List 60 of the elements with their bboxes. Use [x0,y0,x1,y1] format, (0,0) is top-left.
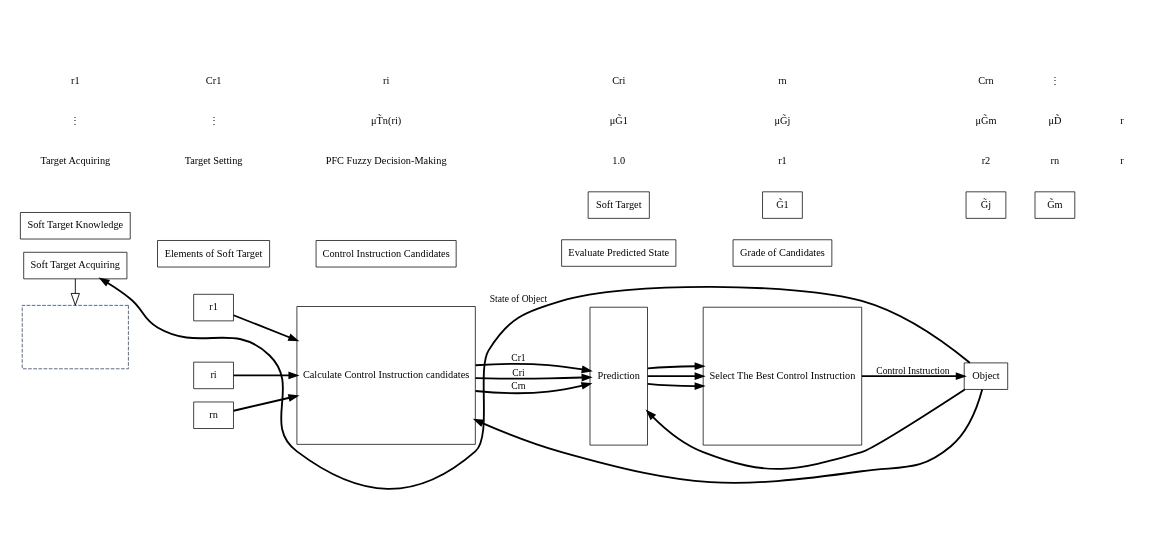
node-box: Control Instruction Candidates [315,239,457,267]
node-box: r1 [193,293,234,321]
label: 1.0 [612,154,626,166]
label: rn [1050,154,1060,166]
node-box: Prediction [589,306,648,445]
arrow [474,362,593,373]
label: μG̃1 [609,114,628,126]
node-box: Evaluate Predicted State [561,238,677,267]
label: Cri [612,74,626,86]
label: Target Setting [184,154,243,166]
node-box: Elements of Soft Target [157,239,270,267]
edge-label: Crn [511,379,526,391]
edge-label: State of Object [489,292,548,304]
arrow [70,277,80,306]
node-box: Soft Target [587,190,650,219]
label: Crn [978,74,994,86]
arrow [860,371,967,380]
edge-label: Control Instruction [876,364,950,376]
arrow [646,361,706,370]
arrow [645,388,966,470]
label: μT̃n(ri) [371,114,402,126]
arrow [232,371,300,379]
edge-label: Cri [512,366,525,378]
label: r1 [71,74,80,86]
label: ⋮ [208,114,219,126]
arrow [472,388,984,484]
label: r1 [778,154,787,166]
label: Cr1 [205,74,222,86]
node-box: Select The Best Control Instruction [702,306,863,445]
label: r [1120,114,1124,126]
label: ⋮ [70,114,81,126]
label: μG̃j [774,114,791,126]
label: PFC Fuzzy Decision-Making [325,154,447,166]
label: μD̃ [1048,114,1062,126]
label: μG̃m [975,114,997,126]
node-box: Soft Target Acquiring [23,251,128,279]
arrow [646,381,706,390]
arrow [98,277,971,490]
label: r [1120,154,1124,166]
node-box: G̃1 [762,190,803,219]
arrow [474,381,593,394]
label: Target Acquiring [40,154,111,166]
arrow [232,393,300,412]
label: r2 [981,154,991,166]
node-box: G̃j [965,190,1007,219]
arrow [474,373,593,381]
edge-label: Cr1 [511,351,526,363]
node-box: ri [193,361,234,389]
label: ri [382,74,390,86]
label: rn [778,74,787,86]
arrow [646,371,706,380]
node-chart [21,304,129,369]
node-box: rn [193,401,234,429]
node-box: Calculate Control Instruction candidates [296,305,476,445]
label: ⋮ [1049,74,1060,86]
node-box: G̃m [1034,190,1076,219]
node-box: Soft Target Knowledge [20,211,131,239]
node-box: Grade of Candidates [732,238,833,267]
arrow [232,313,300,341]
node-box: Object [963,362,1009,390]
